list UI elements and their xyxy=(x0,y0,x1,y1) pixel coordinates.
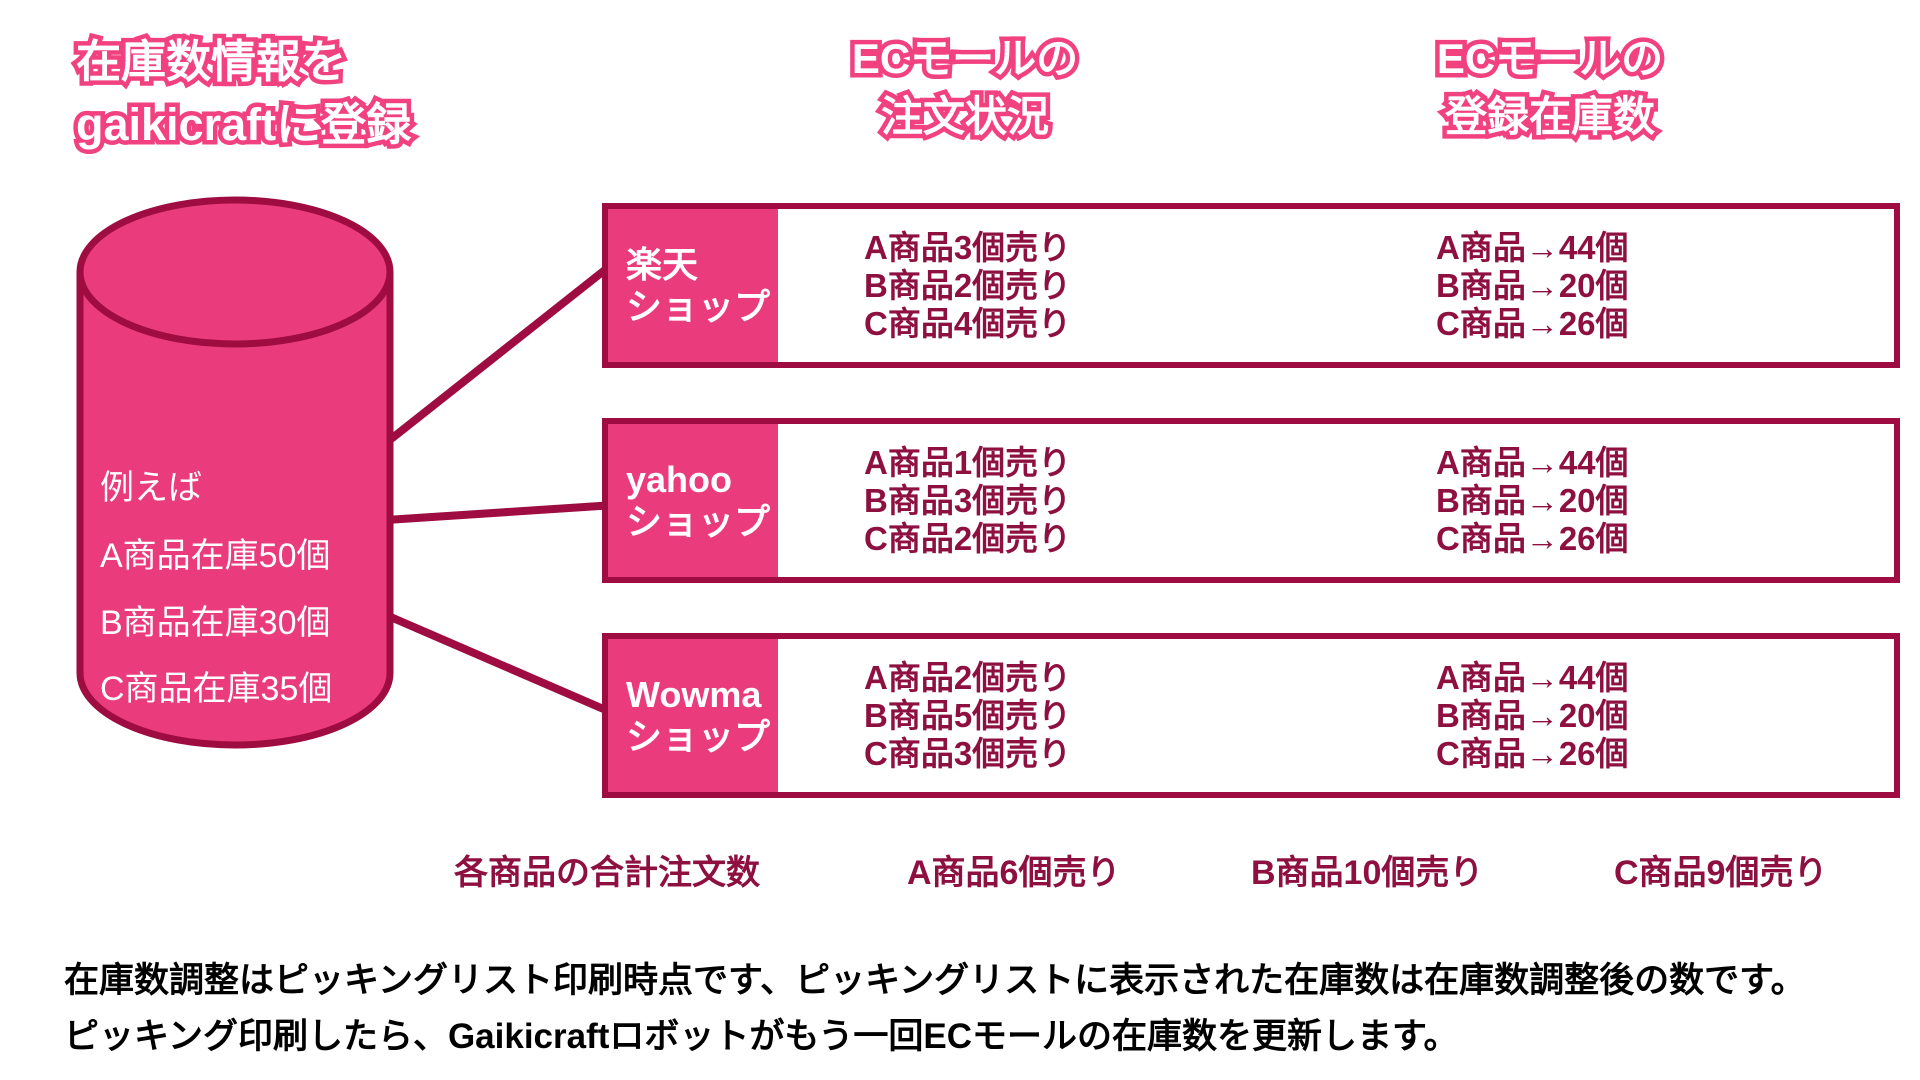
order-line: C商品3個売り xyxy=(864,734,1072,772)
registered-stock-yahoo: A商品→44個 B商品→20個 C商品→26個 xyxy=(1436,444,1629,558)
order-status-rakuten: A商品3個売り B商品2個売り C商品4個売り xyxy=(864,229,1071,343)
summary-label: 各商品の合計注文数 xyxy=(454,854,760,892)
order-status-yahoo: A商品1個売り B商品3個売り C商品2個売り xyxy=(864,444,1071,558)
shop-row-wowma: Wowma ショップ A商品2個売り B商品5個売り C商品3個売り A商品→4… xyxy=(602,633,1900,798)
shop-row-rakuten: 楽天 ショップ A商品3個売り B商品2個売り C商品4個売り A商品→44個 … xyxy=(602,203,1900,368)
column-header-stock: ECモールの 登録在庫数 xyxy=(1380,30,1720,146)
column-header-orders-line2: 注文状況 xyxy=(876,89,1053,145)
database-intro-label: 例えば xyxy=(100,469,202,507)
shop-row-yahoo: yahoo ショップ A商品1個売り B商品3個売り C商品2個売り A商品→4… xyxy=(602,418,1900,583)
summary-total-b: B商品10個売り xyxy=(1251,854,1484,892)
registered-stock-rakuten: A商品→44個 B商品→20個 C商品→26個 xyxy=(1436,229,1629,343)
order-line: A商品2個売り xyxy=(864,658,1072,696)
stock-line: C商品→26個 xyxy=(1436,519,1629,557)
stock-line: B商品→20個 xyxy=(1436,266,1629,304)
order-line: C商品4個売り xyxy=(864,304,1072,342)
order-line: A商品3個売り xyxy=(864,228,1072,266)
connector-line-wowma xyxy=(384,611,617,718)
stock-line: B商品→20個 xyxy=(1436,696,1629,734)
order-line: C商品2個売り xyxy=(864,519,1072,557)
page-title: 在庫数情報を gaikicraftに登録 xyxy=(71,30,415,156)
database-stock-item-b: B商品在庫30個 xyxy=(100,604,331,642)
order-line: B商品5個売り xyxy=(864,696,1072,734)
database-stock-item-a: A商品在庫50個 xyxy=(100,537,331,575)
shop-name-line1: yahoo xyxy=(626,458,733,500)
summary-total-c: C商品9個売り xyxy=(1614,854,1828,892)
stock-line: B商品→20個 xyxy=(1436,481,1629,519)
shop-name-line2: ショップ xyxy=(626,715,771,757)
stock-line: A商品→44個 xyxy=(1436,658,1629,696)
shop-name-line1: 楽天 xyxy=(626,243,699,285)
page-title-line1: 在庫数情報を xyxy=(71,32,350,92)
shop-label-yahoo: yahoo ショップ xyxy=(608,424,778,577)
shop-name-line1: Wowma xyxy=(626,673,762,715)
connector-line-rakuten xyxy=(383,258,618,447)
page-title-line2: gaikicraftに登録 xyxy=(71,95,415,155)
shop-label-wowma: Wowma ショップ xyxy=(608,639,778,792)
stock-line: A商品→44個 xyxy=(1436,443,1629,481)
shop-name-line2: ショップ xyxy=(626,500,771,542)
registered-stock-wowma: A商品→44個 B商品→20個 C商品→26個 xyxy=(1436,659,1629,773)
shop-label-rakuten: 楽天 ショップ xyxy=(608,209,778,362)
footer-note-line1: 在庫数調整はピッキングリスト印刷時点です、ピッキングリストに表示された在庫数は在… xyxy=(64,961,1806,1000)
stock-line: C商品→26個 xyxy=(1436,734,1629,772)
database-cylinder-body xyxy=(76,272,394,749)
stock-line: A商品→44個 xyxy=(1436,228,1629,266)
database-stock-item-c: C商品在庫35個 xyxy=(100,670,333,708)
column-header-orders: ECモールの 注文状況 xyxy=(800,30,1130,146)
summary-total-a: A商品6個売り xyxy=(907,854,1121,892)
footer-note-line2: ピッキング印刷したら、Gaikicraftロボットがもう一回ECモールの在庫数を… xyxy=(64,1017,1459,1056)
order-status-wowma: A商品2個売り B商品5個売り C商品3個売り xyxy=(864,659,1071,773)
order-line: B商品3個売り xyxy=(864,481,1072,519)
order-line: B商品2個売り xyxy=(864,266,1072,304)
column-header-stock-line1: ECモールの xyxy=(1432,31,1667,87)
column-header-orders-line1: ECモールの xyxy=(847,31,1082,87)
column-header-stock-line2: 登録在庫数 xyxy=(1440,89,1659,145)
order-line: A商品1個売り xyxy=(864,443,1072,481)
database-cylinder-top xyxy=(76,196,394,348)
connector-line-yahoo xyxy=(385,501,616,524)
stock-line: C商品→26個 xyxy=(1436,304,1629,342)
shop-name-line2: ショップ xyxy=(626,285,771,327)
